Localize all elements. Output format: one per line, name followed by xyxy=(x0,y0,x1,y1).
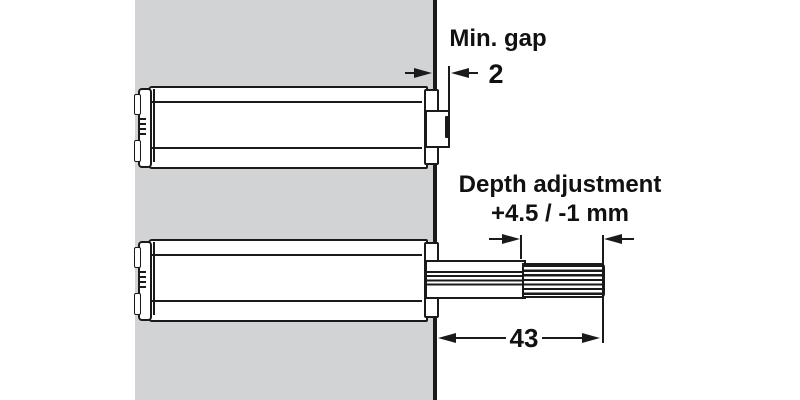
length-arrow-left-head xyxy=(438,333,456,343)
rear-cap-notch xyxy=(139,128,146,130)
rear-cap-notch xyxy=(139,133,146,135)
length-arrow-right-shaft xyxy=(542,337,584,339)
depth-adjustment-value: +4.5 / -1 mm xyxy=(490,200,630,227)
housing-end-seam xyxy=(153,242,155,315)
rear-mount-tab-upper xyxy=(134,247,141,268)
depth-arrow-right-head xyxy=(604,234,622,244)
rear-mount-tab-upper xyxy=(134,94,141,115)
length-arrow-left-shaft xyxy=(456,337,506,339)
depth-arrow-left-shaft xyxy=(489,238,504,240)
housing-profile-line-bottom xyxy=(150,300,422,302)
rear-mount-tab-lower xyxy=(134,293,141,315)
catch-housing xyxy=(148,239,428,322)
plunger-shaft-ribs xyxy=(427,271,524,286)
min-gap-label: Min. gap xyxy=(449,25,547,52)
min-gap-value: 2 xyxy=(488,59,504,89)
catch-retracted xyxy=(133,84,613,176)
min-gap-arrow-left-head xyxy=(414,68,432,78)
extension-line-head-start xyxy=(520,235,522,259)
rear-mount-tab-lower xyxy=(134,140,141,162)
min-gap-arrow-left-shaft xyxy=(405,72,416,74)
housing-profile-line-top xyxy=(150,254,422,256)
catch-extended xyxy=(133,237,613,329)
rear-cap-notch xyxy=(139,271,146,273)
rear-cap-notch xyxy=(139,123,146,125)
plunger-shaft-extended xyxy=(425,260,526,299)
plunger-tip xyxy=(445,116,450,138)
catch-housing xyxy=(148,86,428,169)
cabinet-panel xyxy=(135,0,437,400)
housing-end-seam xyxy=(153,89,155,162)
depth-arrow-right-shaft xyxy=(622,238,634,240)
extension-line-head-tip xyxy=(602,235,604,343)
min-gap-arrow-right-shaft xyxy=(469,72,478,74)
rear-cap-notch xyxy=(139,286,146,288)
extension-length-value: 43 xyxy=(509,323,539,353)
min-gap-arrow-right-head xyxy=(451,68,469,78)
rear-cap-notch xyxy=(139,118,146,120)
extension-line-plunger-tip xyxy=(448,66,450,111)
depth-arrow-left-head xyxy=(502,234,520,244)
length-arrow-right-head xyxy=(582,333,600,343)
housing-profile-line-bottom xyxy=(150,147,422,149)
depth-adjustment-label: Depth adjustment xyxy=(458,171,662,198)
rear-cap-notch xyxy=(139,276,146,278)
housing-profile-line-top xyxy=(150,101,422,103)
rear-cap-notch xyxy=(139,281,146,283)
knurled-adjustment-head xyxy=(522,263,605,298)
